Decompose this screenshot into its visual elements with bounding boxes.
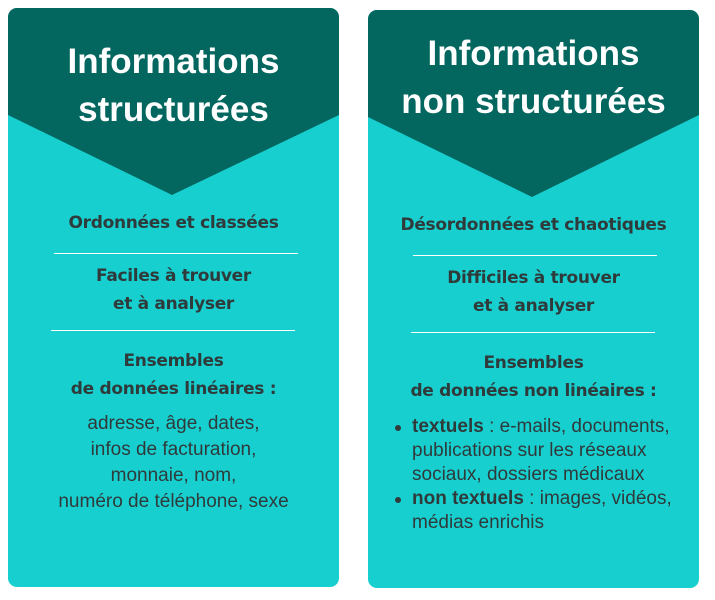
title-line: structurées [78,90,269,129]
characteristic-text: Désordonnées et chaotiques [400,215,667,235]
header-chevron-shape [368,10,699,197]
bullet-icon [395,425,401,431]
examples-bullet-list: textuels : e-mails, documents, publicati… [368,415,699,535]
title-line: Informations [67,42,280,81]
example-line: adresse, âge, dates, [87,413,260,434]
title-line: Informations [427,34,640,73]
bullet-icon [395,497,401,503]
characteristic-ordered: Ordonnées et classées [8,209,339,237]
divider [413,255,657,256]
heading-text: de données non linéaires : [410,381,657,401]
card-title: Informations non structurées [368,30,699,126]
example-line: numéro de téléphone, sexe [58,491,289,512]
examples-list: adresse, âge, dates, infos de facturatio… [8,411,339,515]
card-body: Ordonnées et classées Faciles à trouver … [8,209,339,515]
bullet-item-non-textual: non textuels : images, vidéos, médias en… [368,487,699,535]
example-line: monnaie, nom, [110,465,237,486]
title-line: non structurées [401,82,666,121]
bullet-text: : images, vidéos, médias enrichis [412,488,672,533]
bullet-text: : e-mails, documents, publications sur l… [412,416,670,485]
dataset-type-heading: Ensembles de données non linéaires : [368,349,699,405]
characteristic-text: Ordonnées et classées [68,213,279,233]
divider [51,330,295,331]
card-title: Informations structurées [8,38,339,134]
example-line: infos de facturation, [90,439,257,460]
heading-text: Ensembles [483,353,584,373]
bullet-item-textual: textuels : e-mails, documents, publicati… [368,415,699,487]
heading-text: Ensembles [123,351,224,371]
bullet-label: textuels [412,416,484,437]
characteristic-text: Faciles à trouver [96,266,251,286]
characteristic-disordered: Désordonnées et chaotiques [368,211,699,239]
characteristic-hard: Difficiles à trouver et à analyser [368,264,699,320]
unstructured-info-card: Informations non structurées Désordonnée… [368,10,699,588]
bullet-label: non textuels [412,488,524,509]
dataset-type-heading: Ensembles de données linéaires : [8,347,339,403]
divider [411,332,655,333]
characteristic-easy: Faciles à trouver et à analyser [8,262,339,318]
divider [54,253,298,254]
card-body: Désordonnées et chaotiques Difficiles à … [368,211,699,535]
characteristic-text: et à analyser [112,294,235,314]
characteristic-text: Difficiles à trouver [447,268,620,288]
heading-text: de données linéaires : [70,379,277,399]
structured-info-card: Informations structurées Ordonnées et cl… [8,8,339,587]
header-chevron-shape [8,8,339,195]
characteristic-text: et à analyser [472,296,595,316]
